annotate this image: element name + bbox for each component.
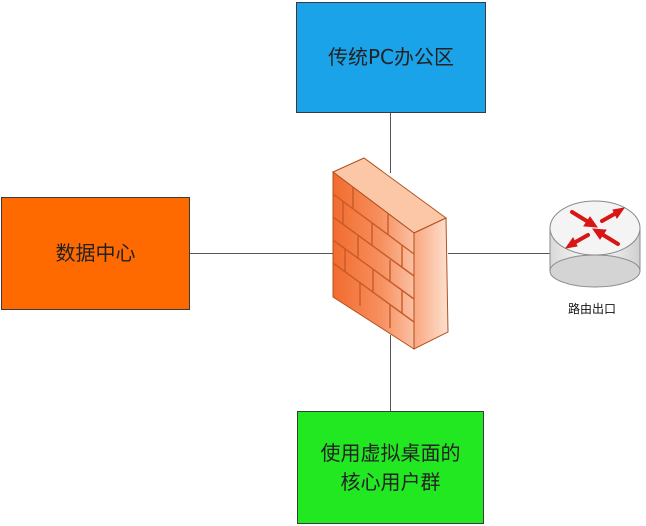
connector-firewall-router (448, 253, 550, 254)
office-zone-box: 传统PC办公区 (296, 2, 486, 113)
connector-office-firewall (390, 113, 391, 173)
connector-firewall-core-users (390, 335, 391, 411)
router-icon (549, 200, 641, 288)
data-center-label: 数据中心 (55, 241, 136, 265)
core-users-label-line2: 核心用户群 (340, 469, 441, 494)
core-users-label-line1: 使用虚拟桌面的 (320, 440, 461, 465)
core-users-box: 使用虚拟桌面的 核心用户群 (297, 411, 484, 524)
office-zone-label: 传统PC办公区 (327, 45, 455, 69)
router-exit-label: 路由出口 (567, 302, 616, 316)
data-center-box: 数据中心 (1, 197, 190, 310)
connector-datacenter-firewall (190, 253, 333, 254)
firewall-icon (332, 157, 449, 350)
